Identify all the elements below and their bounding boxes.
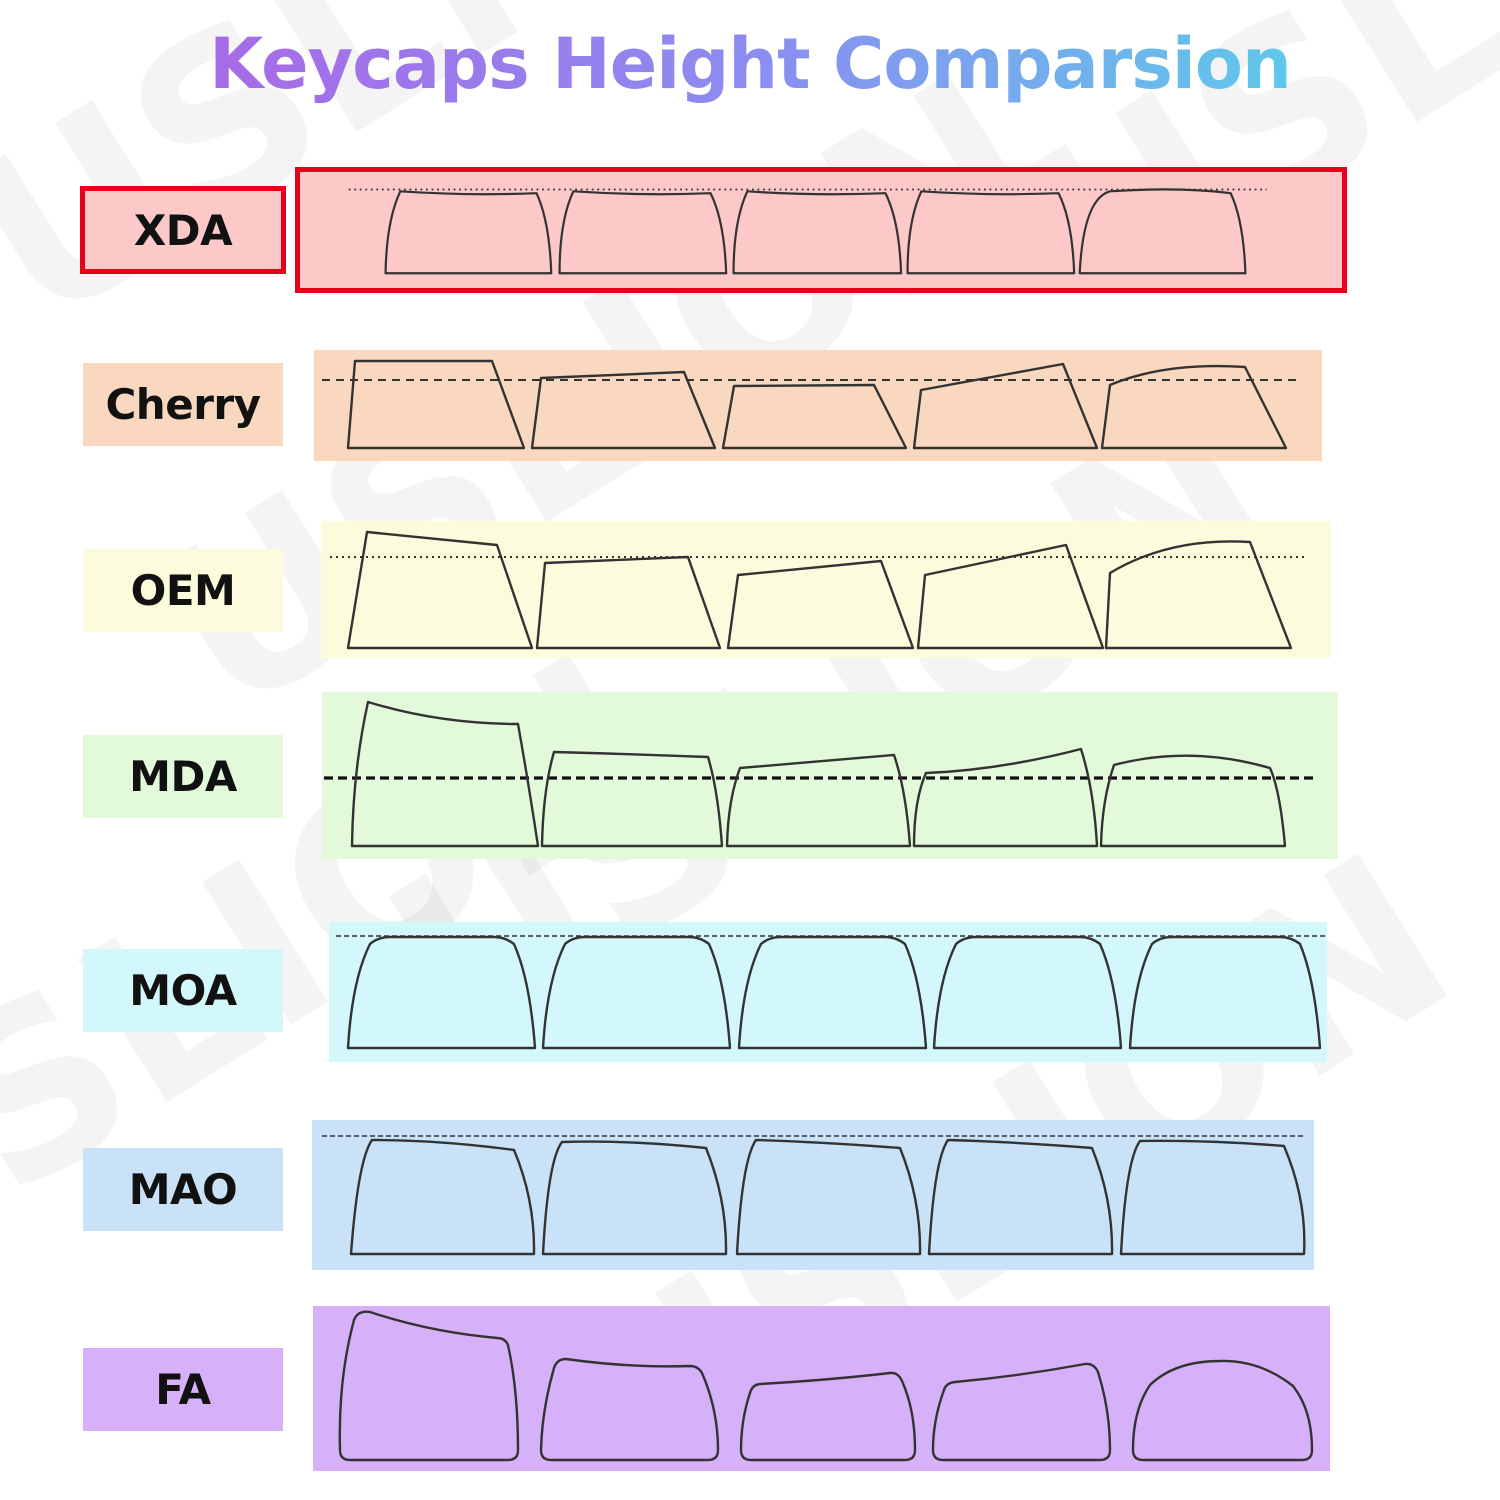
keycap-shape <box>725 753 912 848</box>
keycap-panel-cherry <box>314 350 1322 461</box>
profile-label-mda: MDA <box>83 735 283 818</box>
keycap-shape <box>927 1138 1114 1256</box>
keycap-shape <box>541 1140 728 1256</box>
keycap-shape <box>735 1138 922 1256</box>
keycap-shape <box>739 1371 917 1462</box>
keycap-shape <box>931 1362 1112 1462</box>
keycap-shape <box>346 359 526 450</box>
keycap-diagram-mda <box>324 700 1313 848</box>
keycap-shape <box>912 747 1099 848</box>
keycap-diagram-cherry <box>322 359 1302 450</box>
keycap-shape <box>1131 1359 1314 1462</box>
profile-label-oem: OEM <box>83 549 283 632</box>
profile-label-fa: FA <box>83 1348 283 1431</box>
keycap-shape <box>530 370 717 450</box>
keycap-shape <box>737 935 928 1050</box>
keycap-shape <box>535 555 722 650</box>
profile-label-mao: MAO <box>83 1148 283 1231</box>
keycap-panel-moa <box>329 922 1327 1062</box>
keycap-shape <box>541 935 732 1050</box>
keycap-shape <box>912 362 1099 450</box>
keycap-diagram-moa <box>336 935 1327 1050</box>
keycap-shape <box>1099 754 1287 848</box>
keycap-shape <box>346 935 537 1050</box>
keycap-shape <box>1104 540 1293 650</box>
keycap-shape <box>346 530 534 650</box>
keycap-panel-oem <box>321 521 1331 658</box>
keycap-shape <box>916 543 1105 650</box>
page-title: Keycaps Height Comparsion <box>209 18 1292 110</box>
keycap-shape <box>349 1138 536 1256</box>
keycap-shape <box>540 750 724 848</box>
keycap-panel-mda <box>322 692 1338 859</box>
keycap-shape <box>558 190 728 275</box>
keycap-panel-mao <box>312 1120 1314 1270</box>
keycap-shape <box>732 190 903 275</box>
keycap-shape <box>338 1310 520 1462</box>
keycap-shape <box>1078 188 1247 275</box>
keycap-panel-fa <box>313 1306 1330 1471</box>
keycap-shape <box>1128 935 1322 1050</box>
keycap-diagram-xda <box>348 188 1267 275</box>
keycap-panel-xda <box>295 167 1347 293</box>
profile-label-xda: XDA <box>80 186 286 274</box>
keycap-shape <box>1100 364 1288 450</box>
keycap-shape <box>539 1357 720 1462</box>
profile-label-moa: MOA <box>83 949 283 1032</box>
keycap-shape <box>1119 1139 1306 1256</box>
profile-label-cherry: Cherry <box>83 363 283 446</box>
keycap-diagram-oem <box>330 530 1307 650</box>
keycap-shape <box>726 559 915 650</box>
keycap-diagram-mao <box>322 1135 1306 1256</box>
keycap-shape <box>384 190 553 275</box>
keycap-shape <box>350 700 540 848</box>
keycap-diagram-fa <box>338 1310 1314 1462</box>
keycap-shape <box>906 190 1076 275</box>
keycap-shape <box>932 935 1123 1050</box>
keycap-shape <box>721 383 908 450</box>
